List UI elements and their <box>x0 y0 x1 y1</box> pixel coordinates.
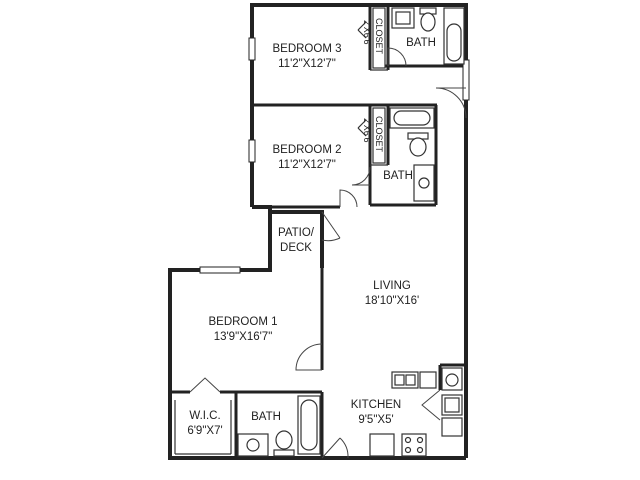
closet-top-size: 2'X6'6" <box>362 20 372 48</box>
windows <box>199 37 470 274</box>
bath-mid-name: BATH <box>383 170 413 182</box>
wic-rods <box>174 400 232 455</box>
interior-walls <box>170 5 466 458</box>
bedroom1-name: BEDROOM 1 <box>208 316 277 328</box>
kitchen-name: KITCHEN <box>351 399 401 411</box>
wic-name: W.I.C. <box>189 410 220 422</box>
living-size: 18'10"X16' <box>365 295 420 307</box>
wic-size: 6'9"X7' <box>187 425 222 437</box>
closet-top-label: CLOSET <box>374 18 384 55</box>
exterior-walls <box>168 3 468 460</box>
patio-line1: PATIO/ <box>278 227 315 239</box>
bedroom1-size: 13'9"X16'7" <box>214 331 273 343</box>
closet-mid-label: CLOSET <box>374 116 384 153</box>
closet-top <box>357 7 386 69</box>
bath-bottom-fixtures <box>237 395 321 457</box>
kitchen-size: 9'5"X5' <box>358 414 393 426</box>
bedroom2-size: 11'2"X12'7" <box>278 159 336 171</box>
doors <box>189 47 467 459</box>
kitchen-fixtures <box>369 367 463 457</box>
bath-top-fixtures <box>391 7 465 65</box>
bedroom3-size: 11'2"X12'7" <box>278 58 336 70</box>
living-name: LIVING <box>373 280 411 292</box>
bedroom3-name: BEDROOM 3 <box>272 43 341 55</box>
patio-line2: DECK <box>280 242 312 254</box>
bath-top-name: BATH <box>406 37 436 49</box>
bedroom2-name: BEDROOM 2 <box>272 144 341 156</box>
closet-mid <box>357 107 386 164</box>
bath-mid-fixtures <box>389 107 435 202</box>
bath-bottom-name: BATH <box>251 411 281 423</box>
closet-mid-size: 2'X6'6" <box>362 118 372 146</box>
